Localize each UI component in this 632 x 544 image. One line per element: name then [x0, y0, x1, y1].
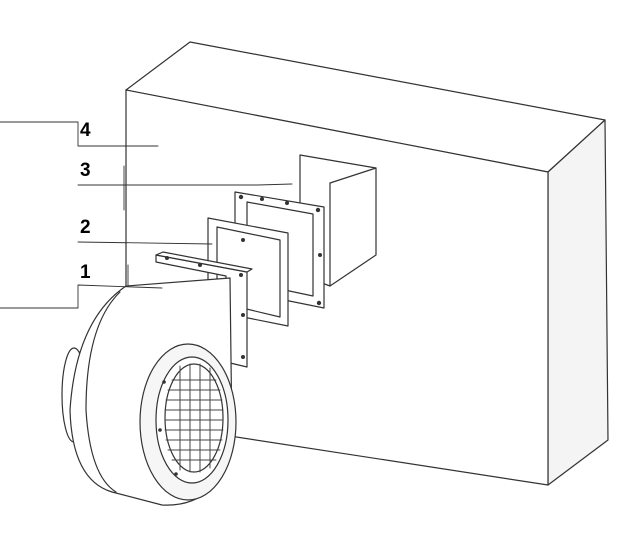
leader-2: [77, 241, 213, 245]
blower-fan-part-1: [61, 251, 253, 506]
callout-label-4: 4: [80, 120, 91, 141]
callout-leaders: [0, 121, 293, 309]
callout-label-2: 2: [80, 217, 91, 238]
leader-4: [0, 121, 159, 147]
leader-3: [77, 165, 293, 211]
leader-1: [0, 264, 163, 309]
callout-label-3: 3: [80, 160, 91, 181]
callout-label-1: 1: [80, 262, 91, 283]
